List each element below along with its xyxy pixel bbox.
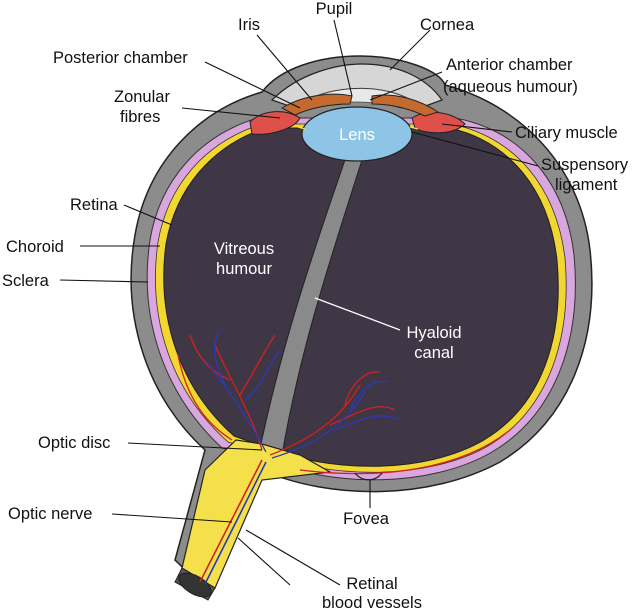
label-vitreous-2: humour (216, 260, 272, 278)
label-lens: Lens (339, 126, 375, 144)
label-sclera: Sclera (2, 272, 50, 290)
ciliary-muscle-left (249, 111, 301, 135)
label-choroid: Choroid (6, 238, 64, 256)
label-retina: Retina (70, 196, 119, 214)
label-posterior-chamber: Posterior chamber (53, 49, 188, 67)
label-hyaloid-2: canal (414, 344, 453, 362)
label-anterior-chamber-2: (aqueous humour) (443, 78, 578, 96)
label-cornea: Cornea (420, 16, 475, 34)
label-ciliary-muscle: Ciliary muscle (515, 124, 618, 142)
label-optic-nerve: Optic nerve (8, 505, 92, 523)
label-retinal-2: blood vessels (322, 594, 422, 611)
vitreous-shape (163, 127, 559, 467)
leader-lines (59, 19, 539, 586)
label-suspensory-2: ligament (555, 176, 618, 194)
label-hyaloid-1: Hyaloid (406, 324, 461, 342)
label-pupil: Pupil (316, 0, 353, 18)
label-optic-disc: Optic disc (38, 434, 110, 452)
lens-shape (301, 106, 413, 162)
label-anterior-chamber-1: Anterior chamber (446, 56, 573, 74)
label-vitreous-1: Vitreous (214, 240, 274, 258)
iris-shape-right (371, 94, 440, 117)
suspensory-ligament-shape (297, 126, 419, 130)
fovea-shape (354, 472, 383, 481)
label-zonular-1: Zonular (114, 88, 170, 106)
label-zonular-2: fibres (120, 108, 160, 126)
iris-shape (280, 93, 353, 116)
label-suspensory-1: Suspensory (541, 156, 629, 174)
optic-nerve-shape (174, 439, 332, 601)
retinal-vessels (177, 329, 511, 475)
label-fovea: Fovea (343, 510, 390, 528)
label-iris: Iris (238, 16, 260, 34)
label-retinal-1: Retinal (346, 575, 397, 593)
